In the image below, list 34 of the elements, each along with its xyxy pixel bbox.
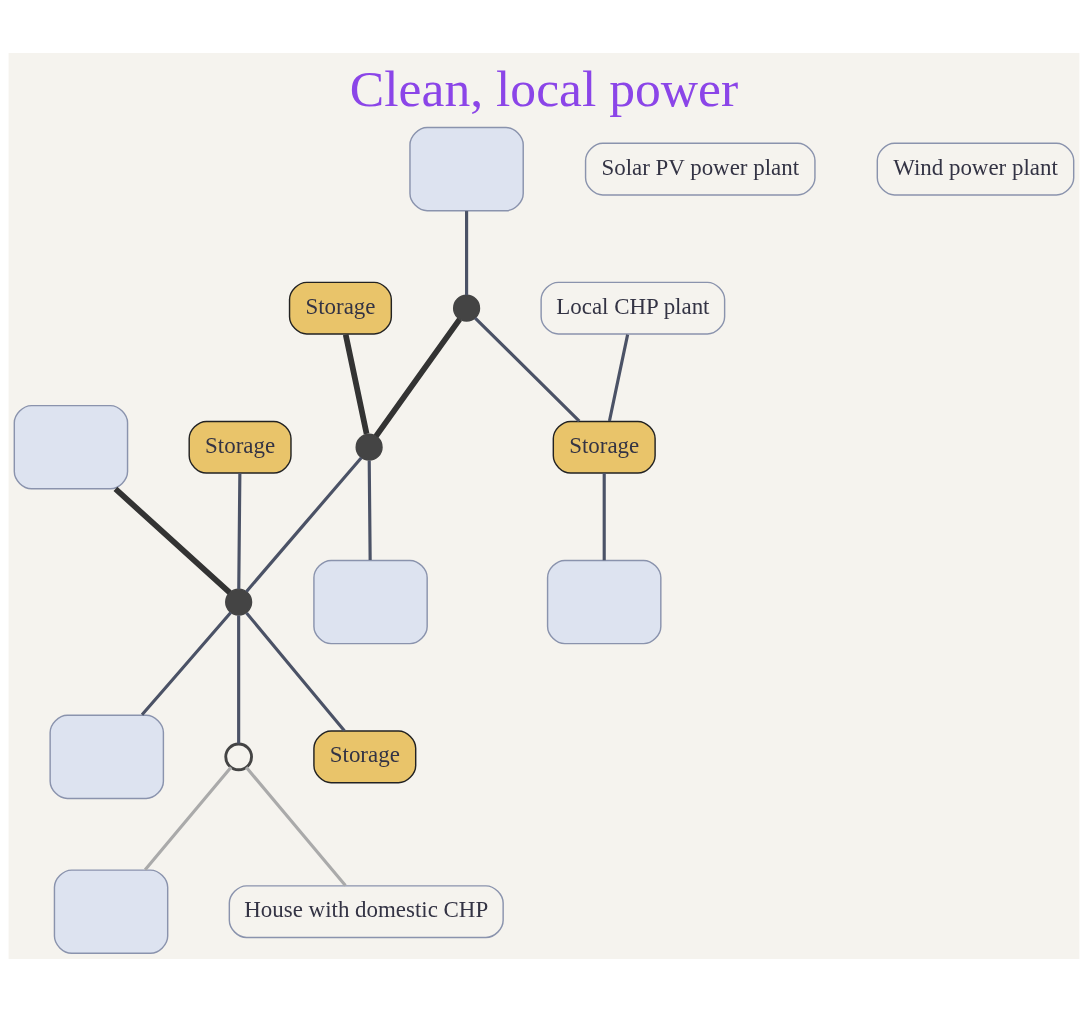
node-box [53,869,169,954]
connector [237,473,242,590]
node-box: Solar PV power plant [584,142,816,196]
connector [373,317,462,438]
connector [237,615,241,744]
node-box [313,559,428,645]
connector [342,334,370,435]
connector [245,612,346,732]
node-box: Local CHP plant [540,281,726,335]
node-box: Storage [288,281,393,335]
node-box: Storage [188,420,292,474]
node-circle [224,742,253,772]
connector [113,486,232,595]
node-box [409,126,524,212]
node-circle [225,588,253,616]
connector [245,766,347,887]
node-circle [452,294,481,322]
connector [245,456,363,593]
connector [143,766,233,871]
connector [474,317,581,423]
node-box [546,559,662,645]
node-circle [355,433,383,461]
node-box: House with domestic CHP [228,885,504,939]
node-box [49,714,165,800]
diagram-title: Clean, local power [349,59,739,117]
connector [607,334,630,422]
connector [602,473,606,561]
connector [465,211,469,296]
node-box: Storage [552,420,656,474]
node-box: Storage [313,730,417,784]
node-box [13,404,129,490]
connector [140,611,232,716]
connector [367,460,372,560]
node-box: Wind power plant [876,142,1075,196]
